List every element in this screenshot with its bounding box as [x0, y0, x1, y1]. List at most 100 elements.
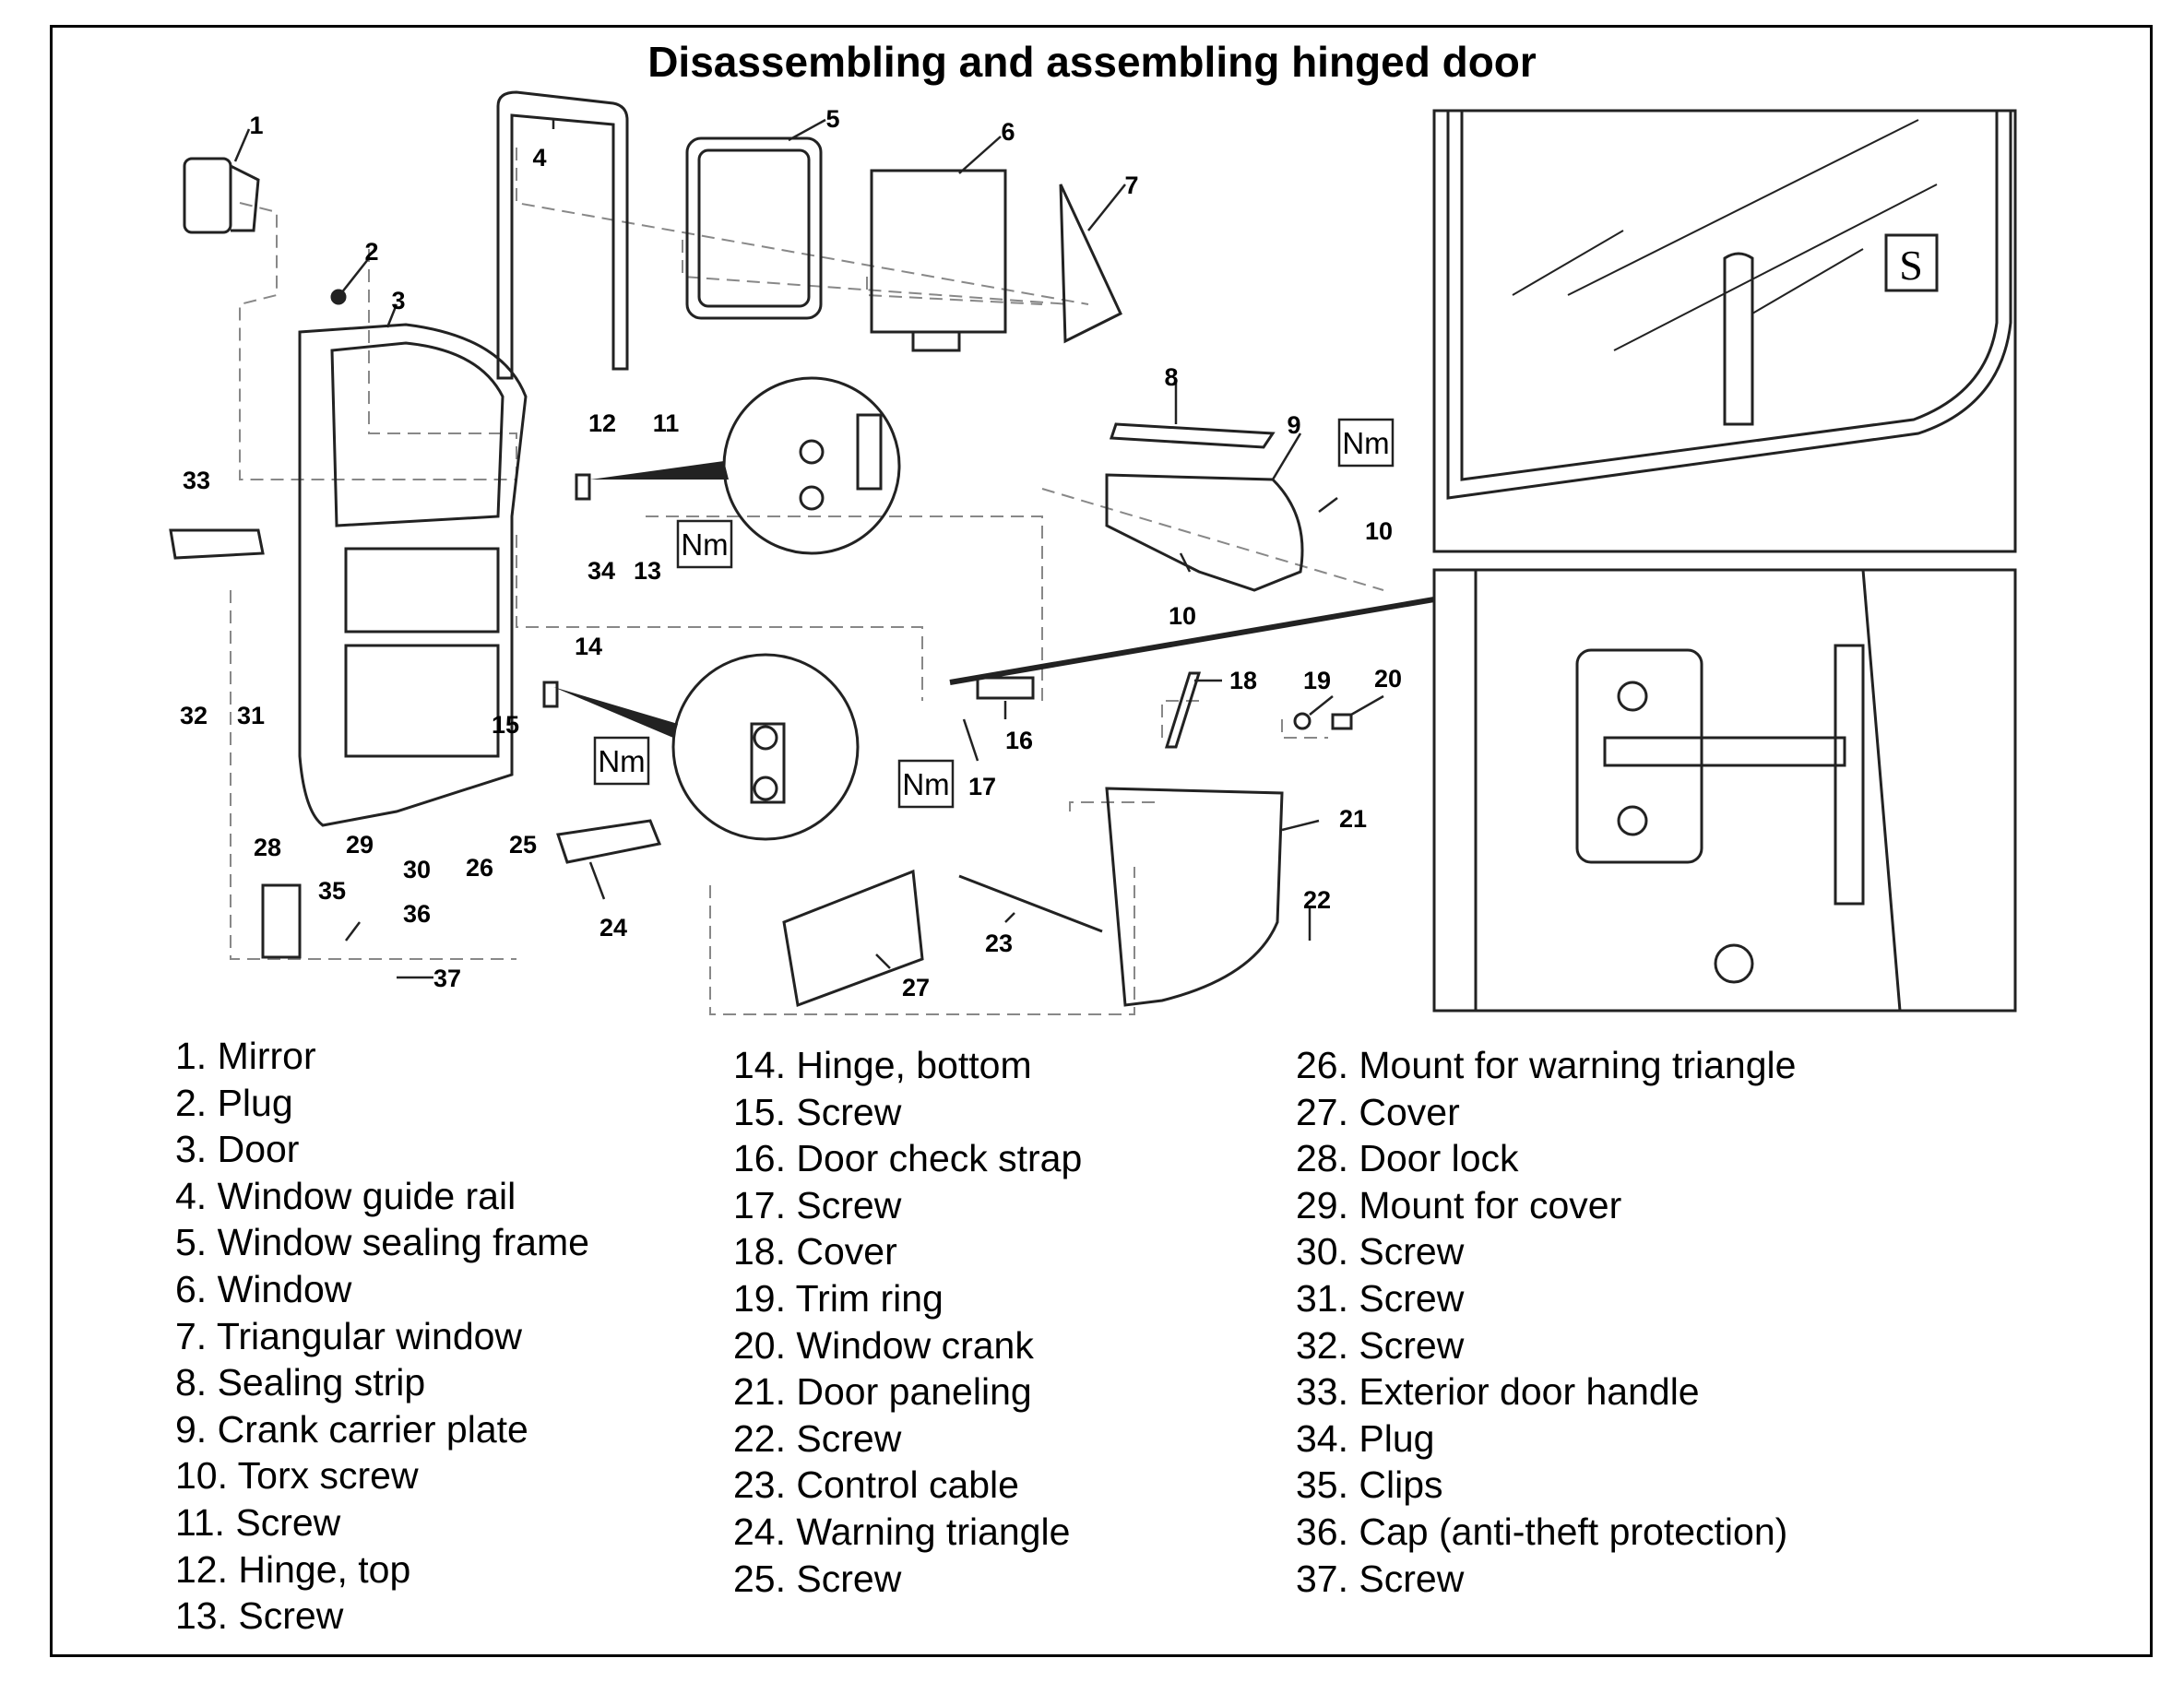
callout-25: 25 [509, 831, 537, 859]
legend-column-1: 1. Mirror 2. Plug 3. Door 4. Window guid… [175, 1033, 589, 1640]
callout-21: 21 [1339, 805, 1367, 833]
callout-6: 6 [1001, 118, 1015, 146]
callout-11: 11 [653, 409, 680, 437]
tool-symbol-box [1884, 233, 1939, 292]
legend-item: 20. Window crank [733, 1323, 1034, 1367]
warning-triangle-part [556, 819, 662, 864]
callout-19: 19 [1303, 667, 1331, 694]
cover-18-part [1164, 671, 1202, 749]
legend-item: 21. Door paneling [733, 1370, 1032, 1414]
legend-item: 8. Sealing strip [175, 1361, 426, 1404]
legend-column-3: 26. Mount for warning triangle 27. Cover… [1296, 1042, 1796, 1602]
callout-26: 26 [466, 854, 493, 882]
torque-label-4: Nm [902, 767, 949, 801]
callout-28: 28 [254, 834, 281, 861]
callout-2: 2 [364, 238, 378, 266]
legend-item: 12. Hinge, top [175, 1547, 411, 1591]
legend-item: 19. Trim ring [733, 1276, 944, 1320]
legend-item: 30. Screw [1296, 1230, 1465, 1273]
legend-item: 13. Screw [175, 1594, 344, 1638]
callout-30: 30 [403, 856, 431, 883]
legend-item: 28. Door lock [1296, 1137, 1519, 1180]
leader-lines [233, 118, 1384, 979]
assembly-lines [230, 148, 1384, 1015]
legend-item: 34. Plug [1296, 1416, 1435, 1460]
legend-item: 2. Plug [175, 1081, 293, 1124]
torque-label-3: Nm [598, 744, 645, 778]
door-part [298, 323, 528, 827]
legend-item: 15. Screw [733, 1090, 902, 1133]
trim-ring-part [1293, 712, 1312, 730]
legend-item: 23. Control cable [733, 1463, 1019, 1507]
crank-carrier-plate-part [1105, 473, 1304, 592]
callout-9: 9 [1287, 411, 1300, 439]
window-detail-box [1432, 109, 2017, 553]
window-part [870, 169, 1007, 334]
diagram-frame [50, 25, 2153, 1657]
callout-7: 7 [1124, 172, 1138, 199]
legend-item: 25. Screw [733, 1557, 902, 1600]
callout-13: 13 [634, 557, 661, 585]
callout-36: 36 [403, 900, 431, 928]
callout-10b: 10 [1169, 602, 1196, 630]
legend-item: 31. Screw [1296, 1276, 1465, 1320]
window-guide-rail-part [496, 90, 629, 380]
callout-27: 27 [902, 974, 930, 1001]
torque-boxes [593, 418, 1395, 809]
legend-item: 17. Screw [733, 1183, 902, 1226]
callout-5: 5 [825, 105, 839, 133]
legend-item: 26. Mount for warning triangle [1296, 1044, 1797, 1086]
plug-part [330, 289, 347, 305]
callout-17: 17 [968, 773, 996, 800]
legend-item: 22. Screw [733, 1416, 902, 1460]
callout-33: 33 [183, 467, 210, 494]
door-lock-part [261, 883, 302, 959]
legend-item: 18. Cover [733, 1230, 897, 1273]
legend-item: 14. Hinge, bottom [733, 1044, 1032, 1086]
legend-item: 33. Exterior door handle [1296, 1370, 1700, 1414]
legend-item: 11. Screw [175, 1500, 341, 1544]
hinge-detail-box [949, 568, 2017, 1013]
window-crank-part [1331, 713, 1353, 730]
legend-item: 10. Torx screw [175, 1454, 419, 1498]
legend-item: 35. Clips [1296, 1463, 1443, 1507]
door-check-strap-part [976, 676, 1035, 700]
legend-item: 16. Door check strap [733, 1137, 1083, 1180]
mirror-part [183, 157, 260, 234]
callout-16: 16 [1005, 727, 1033, 754]
callout-35: 35 [318, 877, 346, 905]
legend-item: 24. Warning triangle [733, 1510, 1071, 1553]
exterior-door-handle-part [169, 528, 265, 560]
legend-item: 29. Mount for cover [1296, 1183, 1622, 1226]
page-title: Disassembling and assembling hinged door [647, 38, 1537, 86]
triangular-window-part [1059, 184, 1122, 344]
callout-37: 37 [433, 965, 461, 992]
callout-12: 12 [588, 409, 616, 437]
detail-circle-top [590, 376, 901, 555]
legend-item: 3. Door [175, 1128, 300, 1171]
control-cable-part [958, 874, 1103, 933]
legend-item: 27. Cover [1296, 1090, 1460, 1133]
legend-item: 36. Cap (anti-theft protection) [1296, 1510, 1788, 1553]
callout-31: 31 [237, 702, 265, 729]
callout-4: 4 [532, 144, 546, 172]
callout-24: 24 [599, 914, 627, 942]
callout-23: 23 [985, 930, 1013, 957]
legend-item: 7. Triangular window [175, 1314, 523, 1357]
tool-symbol-icon: S [1899, 242, 1923, 289]
window-sealing-frame-part [685, 136, 823, 320]
callout-3: 3 [391, 287, 405, 314]
legend-item: 32. Screw [1296, 1323, 1465, 1367]
callout-34: 34 [588, 557, 615, 585]
hinge-top-part [575, 473, 591, 501]
callout-18: 18 [1229, 667, 1257, 694]
sealing-strip-part [1109, 422, 1276, 449]
callout-32: 32 [180, 702, 208, 729]
cover-27-part [782, 869, 924, 1008]
legend-column-2: 14. Hinge, bottom 15. Screw 16. Door che… [733, 1042, 1082, 1602]
callout-29: 29 [346, 831, 374, 859]
legend-item: 37. Screw [1296, 1557, 1465, 1600]
callout-15: 15 [492, 711, 519, 739]
legend-item: 5. Window sealing frame [175, 1221, 589, 1264]
